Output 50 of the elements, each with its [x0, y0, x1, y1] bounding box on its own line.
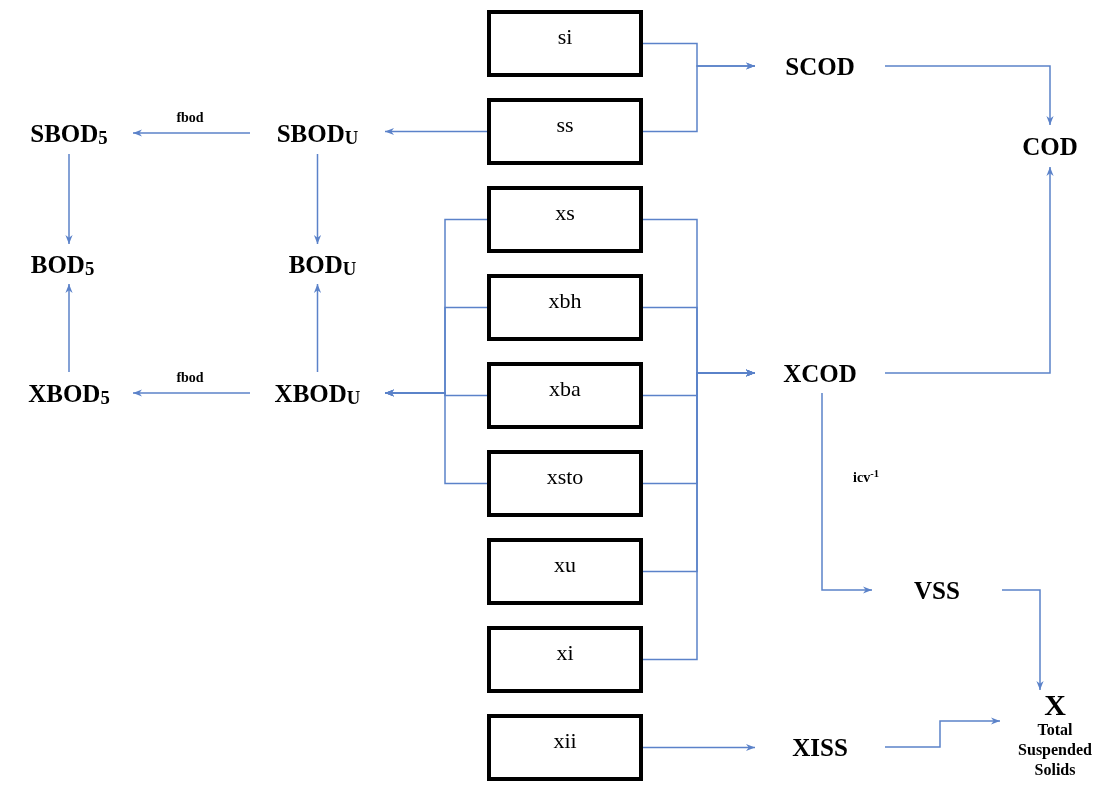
- arrow: [384, 127, 488, 136]
- edge-label: fbod: [174, 111, 206, 125]
- variable-label: COD: [1005, 125, 1095, 167]
- variable-label: XBOD$_{5}$: [5, 372, 133, 414]
- arrow: [65, 283, 73, 373]
- box-label: xba: [549, 378, 581, 403]
- arrow: [132, 389, 251, 397]
- variable-box: [487, 714, 643, 781]
- box-label: si: [557, 26, 573, 51]
- arrow: [313, 283, 322, 373]
- box-label: xii: [553, 730, 577, 755]
- variable-label: XBOD$_{U}$: [250, 372, 385, 414]
- variable-label: XISS: [755, 727, 885, 767]
- variable-box: [487, 98, 643, 165]
- box-label: xsto: [546, 466, 584, 491]
- box-label: xi: [556, 642, 574, 667]
- arrow: [384, 389, 488, 485]
- arrow: [65, 153, 73, 245]
- variable-label: SBOD$_{U}$: [250, 112, 385, 154]
- arrow: [642, 62, 756, 133]
- variable-label: XCOD: [755, 353, 885, 393]
- box-label: ss: [556, 114, 574, 139]
- box-label: xu: [554, 554, 576, 579]
- arrow: [821, 392, 873, 594]
- variable-box: [487, 626, 643, 693]
- variable-label: SBOD$_{5}$: [5, 112, 133, 154]
- variable-label: VSS: [872, 570, 1002, 610]
- arrow: [132, 129, 251, 137]
- variable-label: BOD$_{U}$: [270, 244, 375, 284]
- variable-label: SCOD: [755, 46, 885, 86]
- variable-box: [487, 362, 643, 429]
- variable-label: BOD$_{5}$: [10, 244, 115, 284]
- arrow: [642, 743, 756, 752]
- variable-box: [487, 450, 643, 517]
- arrow: [642, 369, 756, 661]
- variable-box: [487, 274, 643, 341]
- variable-description: Total Suspended Solids: [1017, 720, 1093, 780]
- arrow: [313, 153, 322, 245]
- box-label: xbh: [548, 290, 582, 315]
- arrow: [884, 717, 1001, 748]
- arrow: [884, 166, 1054, 374]
- variable-box: [487, 10, 643, 77]
- edge-label: icv$^{-1}$: [851, 471, 881, 485]
- variable-box: [487, 186, 643, 253]
- variable-box: [487, 538, 643, 605]
- arrow: [884, 65, 1054, 126]
- edge-label: fbod: [174, 371, 206, 385]
- box-label: xs: [555, 202, 575, 227]
- arrow: [1001, 589, 1044, 691]
- variable-label: X: [1044, 690, 1066, 720]
